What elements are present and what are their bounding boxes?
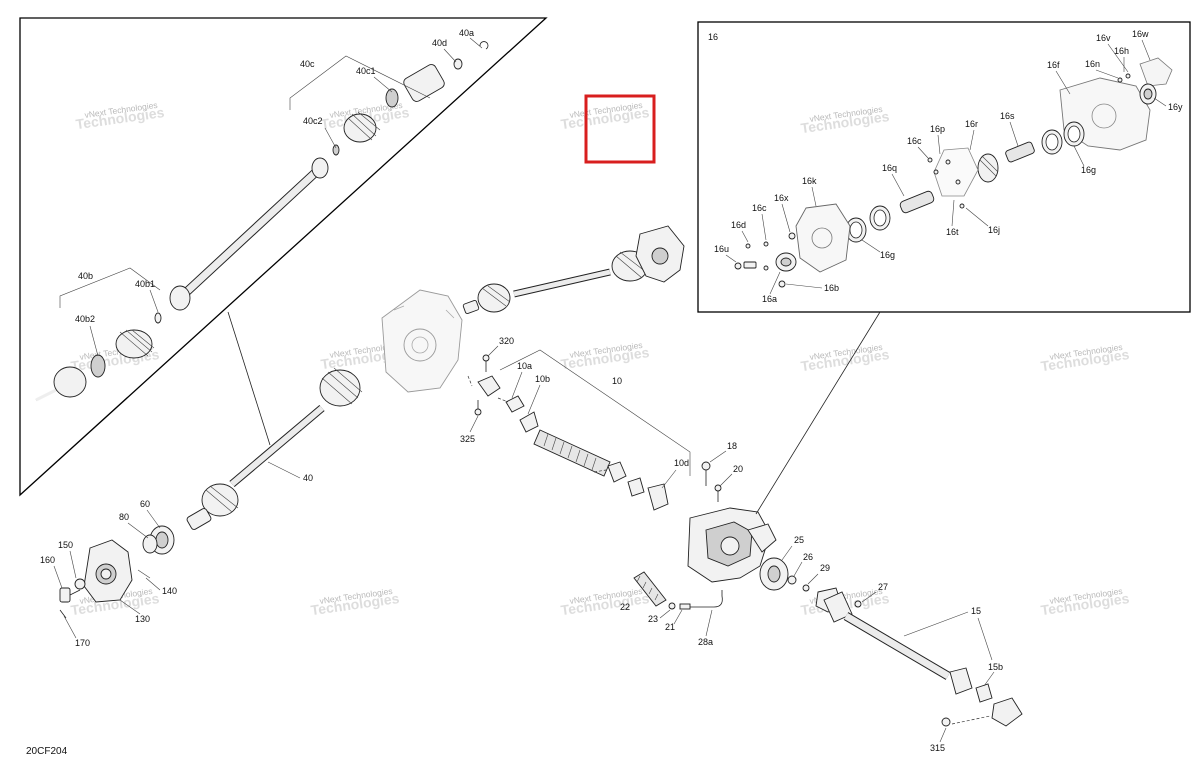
- callout-325: 325: [460, 434, 475, 444]
- callout-16y: 16y: [1168, 102, 1183, 112]
- callout-22: 22: [620, 602, 630, 612]
- callout-40c2: 40c2: [303, 116, 323, 126]
- callout-16g-top: 16g: [1081, 165, 1096, 175]
- callout-40c: 40c: [300, 59, 315, 69]
- part-inner-cv-joint: [35, 312, 162, 402]
- watermark: Technologies vNext Technologies: [560, 586, 651, 618]
- part-upper-drive-axle: [462, 225, 685, 314]
- callout-16r: 16r: [965, 119, 978, 129]
- callout-16c: 16c: [752, 203, 767, 213]
- callout-29: 29: [820, 563, 830, 573]
- callout-16g: 16g: [880, 250, 895, 260]
- watermark: Technologies vNext Technologies: [800, 104, 891, 136]
- callout-170: 170: [75, 638, 90, 648]
- axle-detail-frame: [19, 17, 548, 497]
- axle-detail-panel: 40a 40d 40c 40c1 40c2 40b 40b1 40b2: [19, 17, 548, 497]
- callout-40c1: 40c1: [356, 66, 376, 76]
- callout-18: 18: [727, 441, 737, 451]
- part-rear-differential: [381, 289, 463, 393]
- detail-title: 16: [708, 32, 718, 42]
- callout-150: 150: [58, 540, 73, 550]
- callout-80: 80: [119, 512, 129, 522]
- callout-26: 26: [803, 552, 813, 562]
- callout-10: 10: [612, 376, 622, 386]
- watermark: Technologies vNext Technologies: [75, 100, 166, 132]
- callout-16v: 16v: [1096, 33, 1111, 43]
- callout-16s: 16s: [1000, 111, 1015, 121]
- callout-40: 40: [303, 473, 313, 483]
- callout-10a: 10a: [517, 361, 532, 371]
- watermark: Technologies vNext Technologies: [560, 340, 651, 372]
- callout-27: 27: [878, 582, 888, 592]
- callout-16p: 16p: [930, 124, 945, 134]
- part-propshaft-10: 320 325 10a 10b 10 10d: [460, 336, 691, 511]
- callout-16n: 16n: [1085, 59, 1100, 69]
- axle-detail-pointer-line: [227, 311, 271, 446]
- callout-16a: 16a: [762, 294, 777, 304]
- callout-16c-top: 16c: [907, 136, 922, 146]
- callout-16k: 16k: [802, 176, 817, 186]
- callout-40b2: 40b2: [75, 314, 95, 324]
- callout-10d: 10d: [674, 458, 689, 468]
- part-drive-axle-40: 40: [186, 367, 363, 530]
- highlight-box: [584, 94, 656, 164]
- callout-16u: 16u: [714, 244, 729, 254]
- watermark: Technologies vNext Technologies: [1040, 342, 1131, 374]
- callout-40a: 40a: [459, 28, 474, 38]
- callout-16d: 16d: [731, 220, 746, 230]
- callout-16h: 16h: [1114, 46, 1129, 56]
- callout-140: 140: [162, 586, 177, 596]
- part-front-differential: 18 20: [687, 441, 777, 583]
- callout-15: 15: [971, 606, 981, 616]
- callout-60: 60: [140, 499, 150, 509]
- callout-15b: 15b: [988, 662, 1003, 672]
- detail-frame-16: [697, 21, 1191, 313]
- callout-16j: 16j: [988, 225, 1000, 235]
- callout-16b: 16b: [824, 283, 839, 293]
- watermark: Technologies vNext Technologies: [310, 586, 401, 618]
- part-breather-group: 22 23 21 28a: [620, 571, 723, 647]
- callout-16x: 16x: [774, 193, 789, 203]
- callout-320: 320: [499, 336, 514, 346]
- part-wheel-hub-group: 60 80 150 160 140 130 170: [40, 499, 177, 648]
- callout-20: 20: [733, 464, 743, 474]
- diagram-code: 20CF204: [26, 746, 68, 757]
- callout-16w: 16w: [1132, 29, 1149, 39]
- callout-40b: 40b: [78, 271, 93, 281]
- part-outer-cv-boot: [343, 41, 489, 143]
- callout-23: 23: [648, 614, 658, 624]
- callout-16q: 16q: [882, 163, 897, 173]
- detail-pointer-line: [755, 311, 881, 515]
- part-axle-shaft-inner: [169, 144, 340, 311]
- callout-40b1: 40b1: [135, 279, 155, 289]
- watermark: Technologies vNext Technologies: [560, 100, 651, 132]
- part-front-propshaft-15: 15 15b 315: [823, 591, 1023, 753]
- detail-panel-16: 16: [697, 21, 1191, 515]
- callout-160: 160: [40, 555, 55, 565]
- watermark: Technologies vNext Technologies: [1040, 586, 1131, 618]
- callout-130: 130: [135, 614, 150, 624]
- callout-315: 315: [930, 743, 945, 753]
- callout-25: 25: [794, 535, 804, 545]
- callout-16f: 16f: [1047, 60, 1060, 70]
- callout-10b: 10b: [535, 374, 550, 384]
- callout-40d: 40d: [432, 38, 447, 48]
- callout-21: 21: [665, 622, 675, 632]
- callout-28a: 28a: [698, 637, 713, 647]
- callout-16t: 16t: [946, 227, 959, 237]
